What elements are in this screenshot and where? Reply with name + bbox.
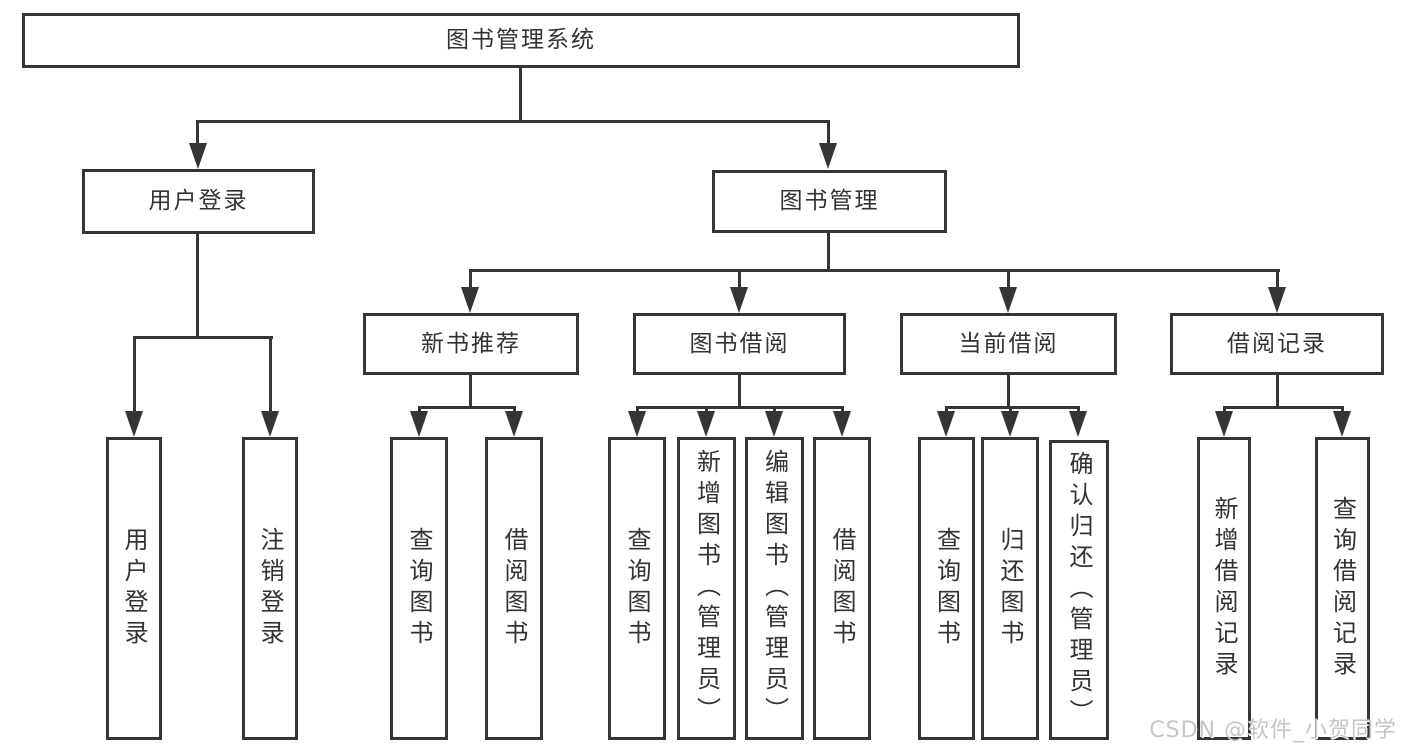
arrow-down-icon [1069, 411, 1087, 437]
node-current-borrow: 当前借阅 [900, 313, 1117, 375]
connector-user-login-stem [196, 234, 199, 338]
connector-drop [945, 406, 948, 414]
connector-drop [705, 406, 708, 414]
arrow-down-icon [410, 411, 428, 437]
connector-book-borrow-stem [738, 375, 741, 409]
connector-drop-leaf-logout [269, 336, 272, 413]
leaf-query-borrow-record: 查询借阅记录 [1315, 437, 1370, 740]
connector-drop-book-borrow [738, 269, 741, 291]
connector-drop-new-book [469, 269, 472, 291]
arrow-down-icon [261, 411, 279, 437]
connector-drop-book-management [827, 120, 830, 147]
connector-drop [418, 406, 421, 414]
connector-current-borrow-rail [945, 406, 1080, 409]
node-user-login: 用户登录 [82, 169, 315, 234]
arrow-down-icon [461, 287, 479, 313]
leaf-query-books-borrow: 查询图书 [608, 437, 666, 740]
connector-borrow-records-rail [1223, 406, 1344, 409]
node-book-management: 图书管理 [712, 170, 947, 233]
connector-drop [636, 406, 639, 414]
leaf-query-books-recommend: 查询图书 [390, 437, 448, 740]
arrow-down-icon [765, 411, 783, 437]
connector-drop [1341, 406, 1344, 414]
arrow-down-icon [1215, 411, 1233, 437]
connector-drop [1009, 406, 1012, 414]
arrow-down-icon [628, 411, 646, 437]
connector-drop-leaf-user-login [133, 336, 136, 413]
arrow-down-icon [730, 287, 748, 313]
connector-drop-current-borrow [1007, 269, 1010, 291]
connector-current-borrow-stem [1007, 375, 1010, 409]
leaf-add-borrow-record: 新增借阅记录 [1197, 437, 1251, 740]
connector-root-stem [519, 68, 522, 122]
node-library-system: 图书管理系统 [22, 13, 1020, 68]
leaf-logout: 注销登录 [242, 437, 298, 740]
connector-book-mgmt-stem [827, 233, 830, 272]
connector-drop [841, 406, 844, 414]
connector-new-book-rail [418, 406, 516, 409]
arrow-down-icon [1333, 411, 1351, 437]
connector-borrow-records-stem [1276, 375, 1279, 409]
arrow-down-icon [1268, 287, 1286, 313]
leaf-borrow-books-recommend: 借阅图书 [485, 437, 543, 740]
leaf-return-books: 归还图书 [981, 437, 1039, 740]
leaf-borrow-books: 借阅图书 [813, 437, 871, 740]
arrow-down-icon [833, 411, 851, 437]
leaf-query-books-current: 查询图书 [918, 437, 975, 740]
watermark: CSDN @软件_小贺同学 [1149, 718, 1397, 743]
arrow-down-icon [819, 143, 837, 169]
arrow-down-icon [125, 411, 143, 437]
node-book-borrow: 图书借阅 [633, 313, 846, 375]
connector-root-rail [196, 120, 830, 123]
leaf-user-login: 用户登录 [106, 437, 162, 740]
arrow-down-icon [505, 411, 523, 437]
connector-user-login-rail [133, 336, 273, 339]
arrow-down-icon [697, 411, 715, 437]
arrow-down-icon [189, 143, 207, 169]
connector-book-mgmt-rail [469, 269, 1280, 272]
arrow-down-icon [1001, 411, 1019, 437]
connector-drop [513, 406, 516, 414]
node-borrow-records: 借阅记录 [1170, 313, 1384, 375]
leaf-confirm-return-admin: 确认归还（管理员） [1049, 440, 1109, 740]
connector-drop-user-login [196, 120, 199, 147]
connector-new-book-stem [469, 375, 472, 409]
leaf-add-book-admin: 新增图书（管理员） [677, 437, 736, 740]
leaf-edit-book-admin: 编辑图书（管理员） [745, 437, 804, 740]
node-new-book-recommend: 新书推荐 [363, 313, 579, 375]
arrow-down-icon [937, 411, 955, 437]
connector-drop [1223, 406, 1226, 414]
connector-book-borrow-rail [636, 406, 844, 409]
connector-drop [773, 406, 776, 414]
connector-drop [1077, 406, 1080, 414]
connector-drop-borrow-records [1276, 269, 1279, 291]
arrow-down-icon [999, 287, 1017, 313]
